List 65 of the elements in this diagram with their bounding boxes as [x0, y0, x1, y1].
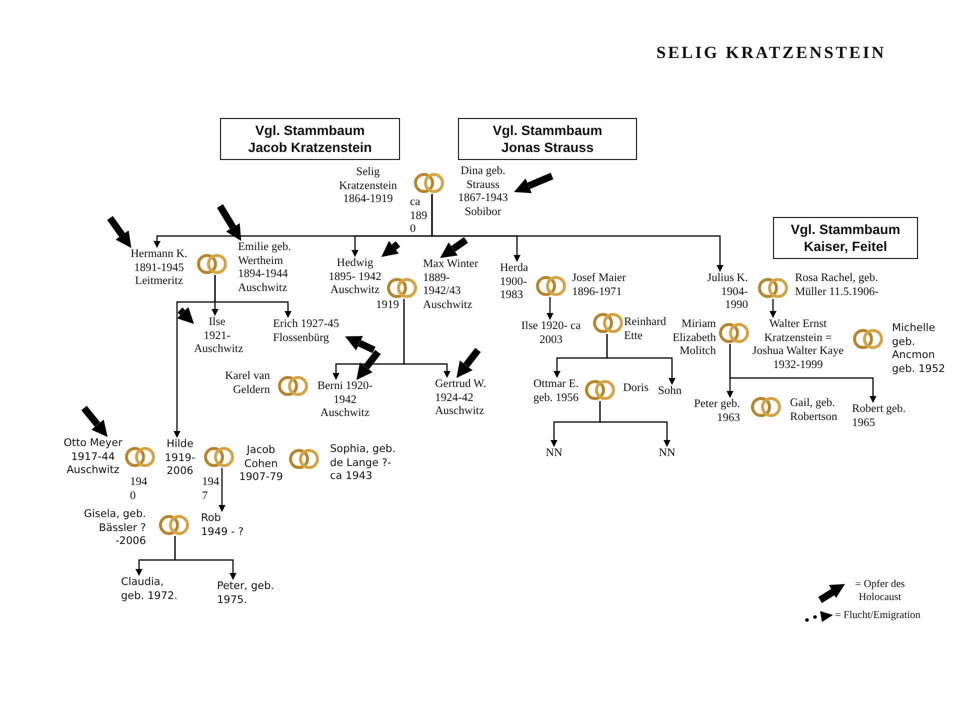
descent-arrow	[403, 299, 450, 378]
person-name: Hilde 1919- 2006	[160, 438, 200, 478]
descent-arrow	[770, 299, 776, 318]
marriage-year: 194 0	[130, 476, 148, 503]
person-name: Ottmar E. geb. 1956	[528, 378, 584, 405]
victim-arrow	[107, 216, 132, 248]
descent-arrow	[174, 275, 216, 438]
person-name: Dina geb. Strauss 1867-1943 Sobibor	[452, 165, 514, 219]
marriage-year: 194 7	[202, 476, 220, 503]
victim-arrow	[81, 406, 108, 438]
person-name: Emilie geb. Wertheim 1894-1944 Auschwitz	[238, 241, 302, 295]
person-name: Sophia, geb. de Lange ?-ca 1943	[330, 443, 400, 484]
victim-arrow	[381, 240, 400, 258]
person-name: Peter, geb. 1975.	[217, 580, 279, 607]
person-name: Gisela, geb. Bässler ?-2006	[78, 508, 146, 548]
victim-arrow	[440, 237, 468, 258]
person-name: Rosa Rachel, geb. Müller 11.5.1906-	[795, 272, 891, 299]
person-name: Sohn	[658, 385, 690, 398]
person-name: Reinhard Ette	[624, 316, 670, 343]
person-name: Gail, geb. Robertson	[790, 397, 850, 424]
reference-box: Vgl. Stammbaum Kaiser, Feitel	[773, 217, 918, 259]
person-name: Julius K. 1904- 1990	[698, 272, 748, 312]
person-name: Walter Ernst Kratzenstein = Joshua Walter Kaye 1932-1999	[750, 318, 846, 372]
victim-arrow	[217, 204, 242, 241]
reference-box: Vgl. Stammbaum Jonas Strauss	[458, 118, 637, 160]
person-name: Ilse 1920- ca 2003	[512, 320, 590, 347]
person-name: Robert geb. 1965	[852, 403, 908, 430]
person-name: Max Winter 1889- 1942/43 Auschwitz	[423, 258, 479, 312]
person-name: Jacob Cohen 1907-79	[238, 444, 284, 484]
legend-label: = Opfer des Holocaust	[854, 578, 906, 604]
person-name: Miriam Elizabeth Molitch	[668, 318, 716, 358]
victim-arrow	[345, 336, 376, 354]
victim-arrow	[356, 350, 381, 380]
person-name: Selig Kratzenstein 1864-1919	[328, 166, 408, 206]
person-name: Gertrud W. 1924-42 Auschwitz	[435, 378, 499, 418]
person-name: Rob 1949 - ?	[201, 512, 249, 539]
person-name: Claudia, geb. 1972.	[121, 576, 183, 603]
person-name: Josef Maier 1896-1971	[572, 272, 638, 299]
descent-arrow	[599, 401, 670, 447]
descent-arrow	[729, 344, 876, 403]
person-name: Peter geb. 1963	[688, 398, 740, 425]
person-name: Berni 1920-1942 Auschwitz	[313, 380, 377, 420]
person-name: Michelle geb. Ancmon geb. 1952	[892, 322, 958, 376]
person-name: Herda 1900- 1983	[500, 262, 538, 302]
person-name: Hedwig 1895- 1942 Auschwitz	[328, 257, 382, 298]
person-name: NN	[541, 447, 567, 460]
descent-arrow	[546, 297, 554, 320]
descent-arrow	[431, 194, 724, 272]
victim-arrow	[177, 307, 194, 324]
legend-label: = Flucht/Emigration	[835, 609, 922, 622]
person-name: Otto Meyer 1917-44 Auschwitz	[62, 437, 124, 478]
descent-arrow	[606, 334, 676, 385]
person-name: Karel van Geldern	[212, 370, 270, 397]
person-name: NN	[654, 447, 680, 460]
reference-box: Vgl. Stammbaum Jacob Kratzenstein	[220, 118, 400, 160]
marriage-year: ca 189 0	[410, 196, 428, 236]
victim-arrow	[514, 172, 554, 194]
person-name: Doris	[623, 382, 657, 396]
marriage-year: 1919	[376, 299, 400, 312]
person-name: Erich 1927-45 Flossenbürg	[273, 318, 345, 345]
victim-arrow	[456, 348, 481, 378]
title: SELIG KRATZENSTEIN	[655, 43, 886, 63]
descent-arrow	[174, 536, 236, 580]
descent-arrow	[218, 468, 226, 512]
person-name: Hermann K. 1891-1945 Leitmeritz	[127, 248, 191, 288]
